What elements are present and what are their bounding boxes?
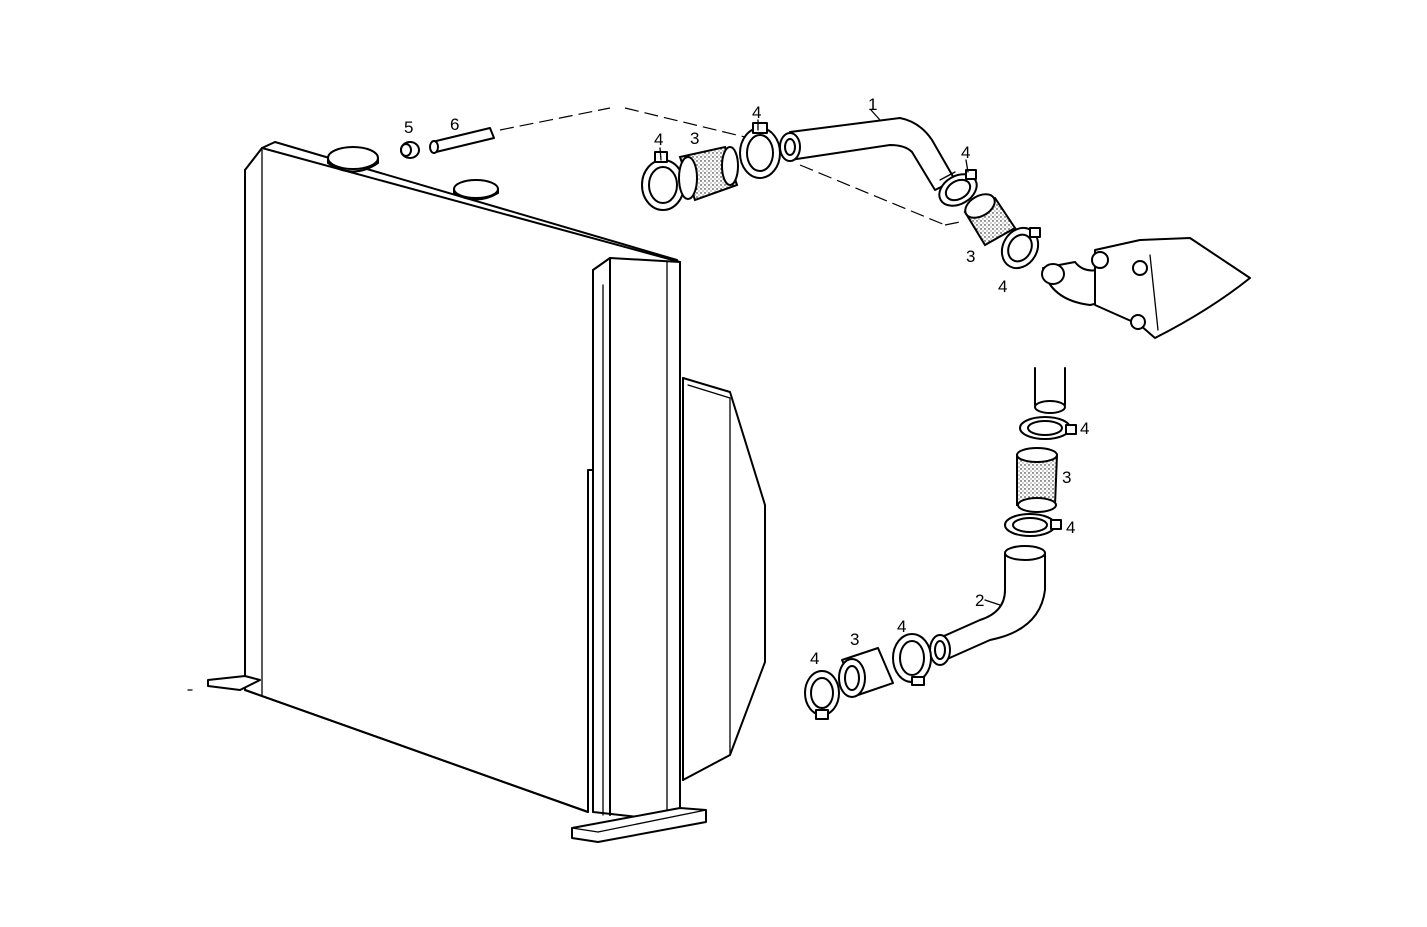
- callout-3-upper-right: 3: [966, 247, 975, 266]
- radiator-fan-shroud: [682, 377, 766, 781]
- callout-4-h: 4: [810, 649, 819, 668]
- lower-hose-sleeve-top: [1016, 447, 1059, 513]
- callout-3-upper-left: 3: [690, 129, 699, 148]
- lower-hose-2: [929, 545, 1046, 666]
- lower-inlet-pipe: [1034, 367, 1066, 414]
- upper-hose-clamp-right-1: [938, 169, 978, 207]
- upper-hose-1: [779, 117, 956, 191]
- callout-4-d: 4: [998, 277, 1007, 296]
- leader-lines: [659, 109, 1001, 606]
- callout-3-lower-left: 3: [850, 630, 859, 649]
- filler-cap: [327, 146, 379, 173]
- callout-5: 5: [404, 118, 413, 137]
- upper-hose-clamp-left: [641, 151, 685, 211]
- lower-hose-clamp-top: [1019, 416, 1077, 440]
- callout-4-b: 4: [752, 103, 761, 122]
- alignment-lines: [499, 107, 961, 226]
- callout-4-f: 4: [1066, 518, 1075, 537]
- upper-hose-sleeve-right: [963, 193, 1017, 247]
- callout-4-a: 4: [654, 130, 663, 149]
- upper-hose-sleeve-left: [678, 145, 739, 202]
- callout-2: 2: [975, 591, 984, 610]
- lower-hose-clamp-right: [892, 633, 932, 686]
- callout-4-c: 4: [961, 143, 970, 162]
- upper-hose-clamp-right-2: [1000, 226, 1041, 270]
- tube-6: [429, 127, 495, 154]
- radiator: [187, 141, 766, 843]
- callout-4-g: 4: [897, 617, 906, 636]
- upper-hose-clamp-center: [739, 122, 781, 179]
- callout-3-lower-right: 3: [1062, 468, 1071, 487]
- engine-outlet: [1041, 237, 1251, 339]
- callout-6: 6: [450, 115, 459, 134]
- callout-4-e: 4: [1080, 419, 1089, 438]
- left-mounting-foot: [207, 675, 261, 691]
- callout-1: 1: [868, 95, 877, 114]
- lower-hose-clamp-middle: [1004, 513, 1062, 537]
- lower-hose-clamp-left: [804, 670, 840, 720]
- lower-hose-sleeve-bottom: [838, 647, 894, 698]
- expansion-cap: [453, 179, 499, 201]
- fitting-5: [400, 141, 420, 159]
- callouts: 1 2 3 3 3 3 4 4 4 4 4 4 4 4 5 6: [404, 95, 1089, 668]
